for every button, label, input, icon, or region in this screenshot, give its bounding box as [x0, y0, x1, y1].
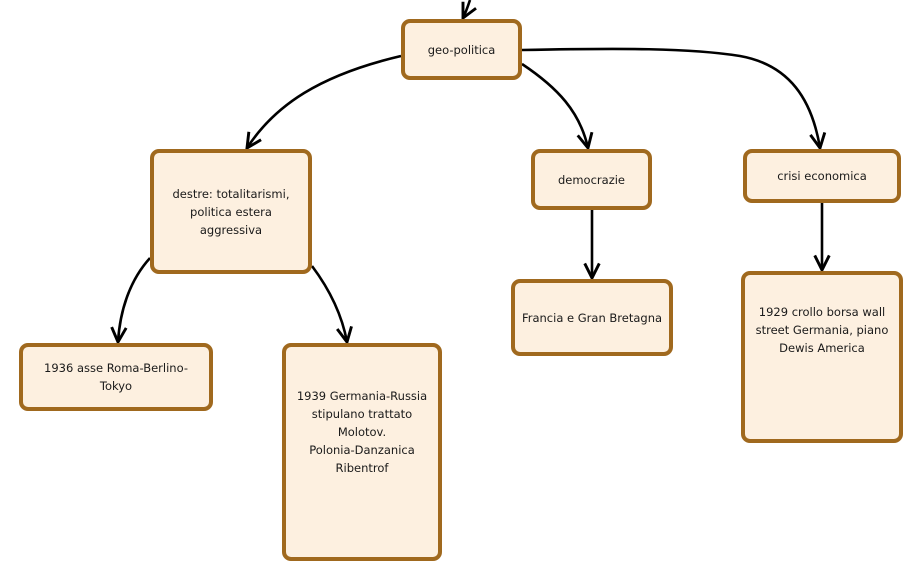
node-asse-roma-berlino-tokyo[interactable]: 1936 asse Roma-Berlino-Tokyo: [19, 343, 213, 411]
edge-destre-to-patto: [310, 265, 347, 342]
node-geo-politica-label: geo-politica: [427, 42, 496, 57]
node-destre-label: destre: totalitarismi,politica estera ag…: [172, 186, 290, 237]
edge-incoming-to-geo-politica: [463, 0, 470, 18]
node-democrazie-label: democrazie: [557, 172, 626, 187]
node-francia-gran-bretagna[interactable]: Francia e Gran Bretagna: [511, 279, 673, 356]
node-asse-label: 1936 asse Roma-Berlino-Tokyo: [44, 361, 188, 393]
edge-geo-politica-to-crisi: [521, 47, 820, 148]
edge-geo-politica-to-destre: [247, 54, 402, 148]
node-francia-label: Francia e Gran Bretagna: [521, 310, 663, 325]
node-crisi-economica-label: crisi economica: [777, 169, 867, 183]
node-geo-politica[interactable]: geo-politica: [401, 19, 522, 80]
edge-geo-politica-to-democrazie: [521, 62, 588, 148]
node-destre[interactable]: destre: totalitarismi,politica estera ag…: [150, 149, 312, 274]
node-crisi-economica[interactable]: crisi economica: [743, 149, 901, 203]
edge-destre-to-asse: [118, 257, 151, 342]
node-democrazie[interactable]: democrazie: [531, 149, 652, 210]
